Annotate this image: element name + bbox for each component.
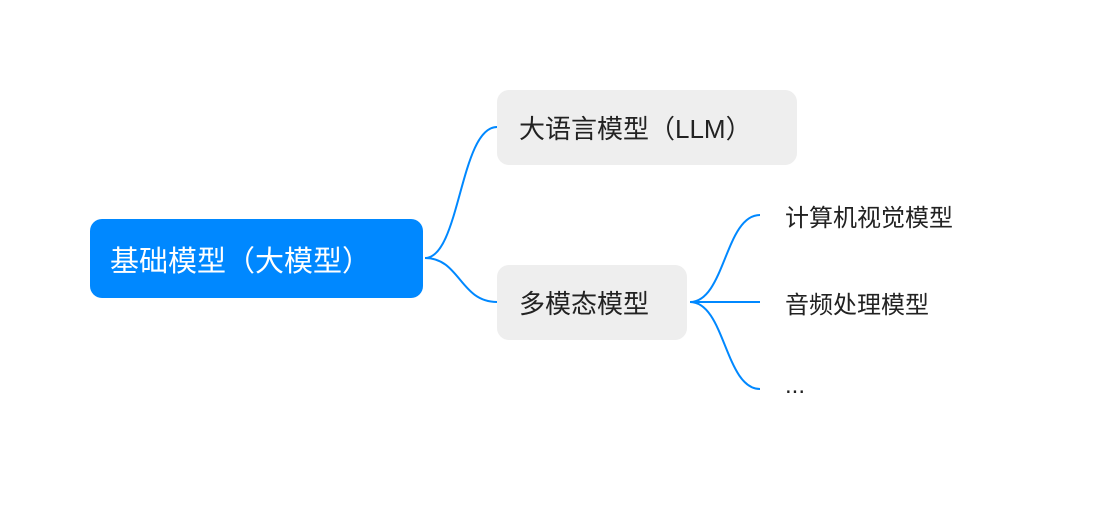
multimodal-node[interactable]: 多模态模型 [497, 265, 687, 340]
audio-model-node[interactable]: 音频处理模型 [785, 292, 929, 319]
more-node[interactable]: ... [785, 372, 806, 399]
connector-root-multimodal [424, 257, 498, 303]
llm-node[interactable]: 大语言模型（LLM） [497, 90, 797, 165]
root-label: 基础模型（大模型） [110, 245, 372, 278]
connector-mm-more [689, 301, 761, 390]
llm-label: 大语言模型（LLM） [519, 114, 752, 144]
root-node[interactable]: 基础模型（大模型） [90, 219, 423, 298]
connector-root-llm [424, 126, 498, 259]
connector-mm-vision [689, 214, 761, 303]
vision-model-node[interactable]: 计算机视觉模型 [785, 205, 953, 232]
multimodal-label: 多模态模型 [519, 289, 650, 319]
